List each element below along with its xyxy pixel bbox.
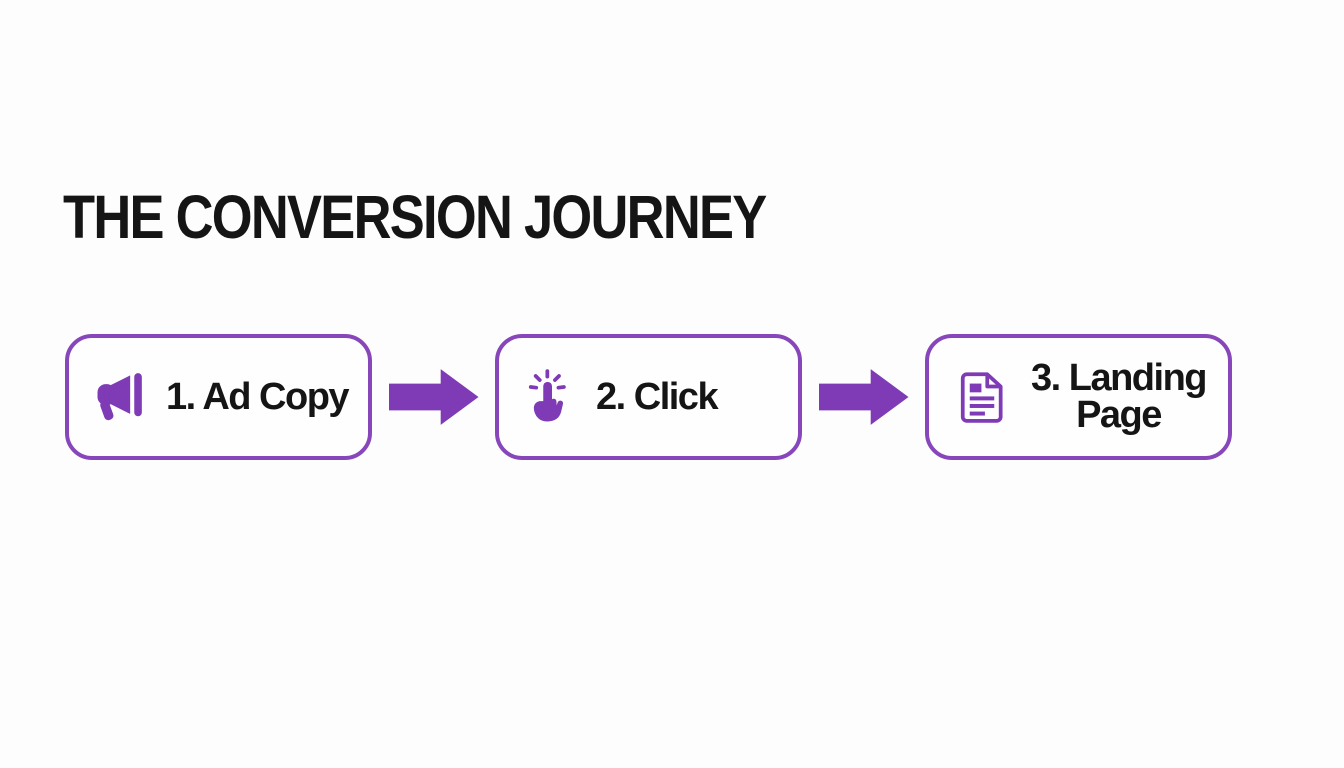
step-label: 3. Landing Page	[1031, 356, 1208, 436]
tap-click-icon	[524, 369, 580, 425]
page-title: THE CONVERSION JOURNEY	[63, 183, 767, 251]
megaphone-icon	[94, 369, 150, 425]
step-label: 2. Click	[596, 376, 719, 418]
flow-connector	[802, 334, 925, 460]
document-icon	[954, 369, 1010, 425]
arrow-right-icon	[388, 369, 479, 425]
step-label: 1. Ad Copy	[166, 376, 350, 418]
step-box-landing-page: 3. Landing Page	[925, 334, 1232, 460]
flow-connector	[372, 334, 495, 460]
flow-row: 1. Ad Copy	[65, 334, 1232, 460]
step-box-click: 2. Click	[495, 334, 802, 460]
arrow-right-icon	[818, 369, 909, 425]
step-box-ad-copy: 1. Ad Copy	[65, 334, 372, 460]
